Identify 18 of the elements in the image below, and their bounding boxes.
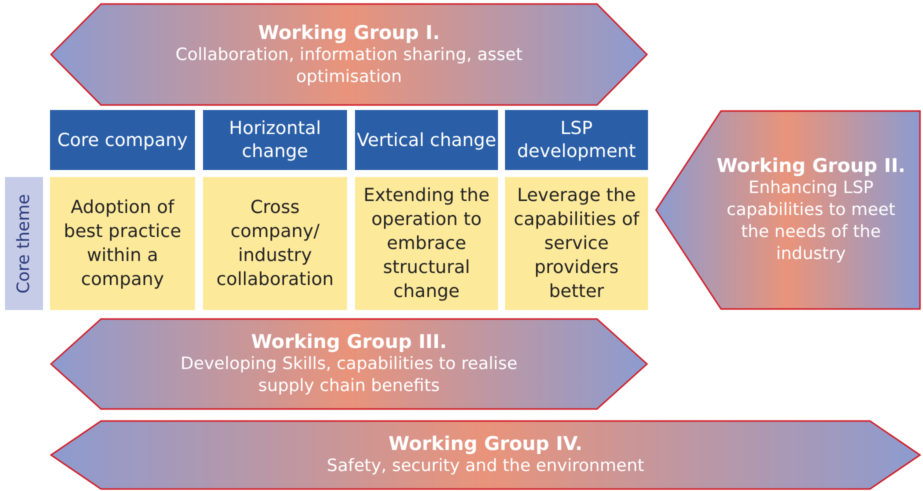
group-title: Working Group III.: [251, 331, 447, 353]
label-panel: [5, 177, 43, 310]
row-label: Core theme: [14, 194, 34, 294]
theme-card: Adoption of best practice within a company: [50, 177, 195, 310]
group-title: Working Group IV.: [388, 433, 582, 455]
group-description: Safety, security and the environment: [326, 455, 644, 477]
theme-card: Cross company/ industry collaboration: [203, 177, 347, 310]
column-header: LSP development: [505, 110, 648, 170]
theme-card: Leverage the capabilities of service providers better: [505, 177, 648, 310]
column-header: Horizontal change: [203, 110, 347, 170]
group-description: Enhancing LSP capabilities to meet the needs of the industry: [726, 177, 896, 265]
group-title: Working Group II.: [716, 155, 906, 177]
column-header: Vertical change: [355, 110, 498, 170]
group-title: Working Group I.: [258, 22, 440, 44]
group-description: Collaboration, information sharing, asset optimisation: [174, 44, 524, 88]
group-description: Developing Skills, capabilities to realise supply chain benefits: [180, 353, 518, 397]
column-header: Core company: [50, 110, 195, 170]
theme-card: Extending the operation to embrace structural change: [355, 177, 498, 310]
